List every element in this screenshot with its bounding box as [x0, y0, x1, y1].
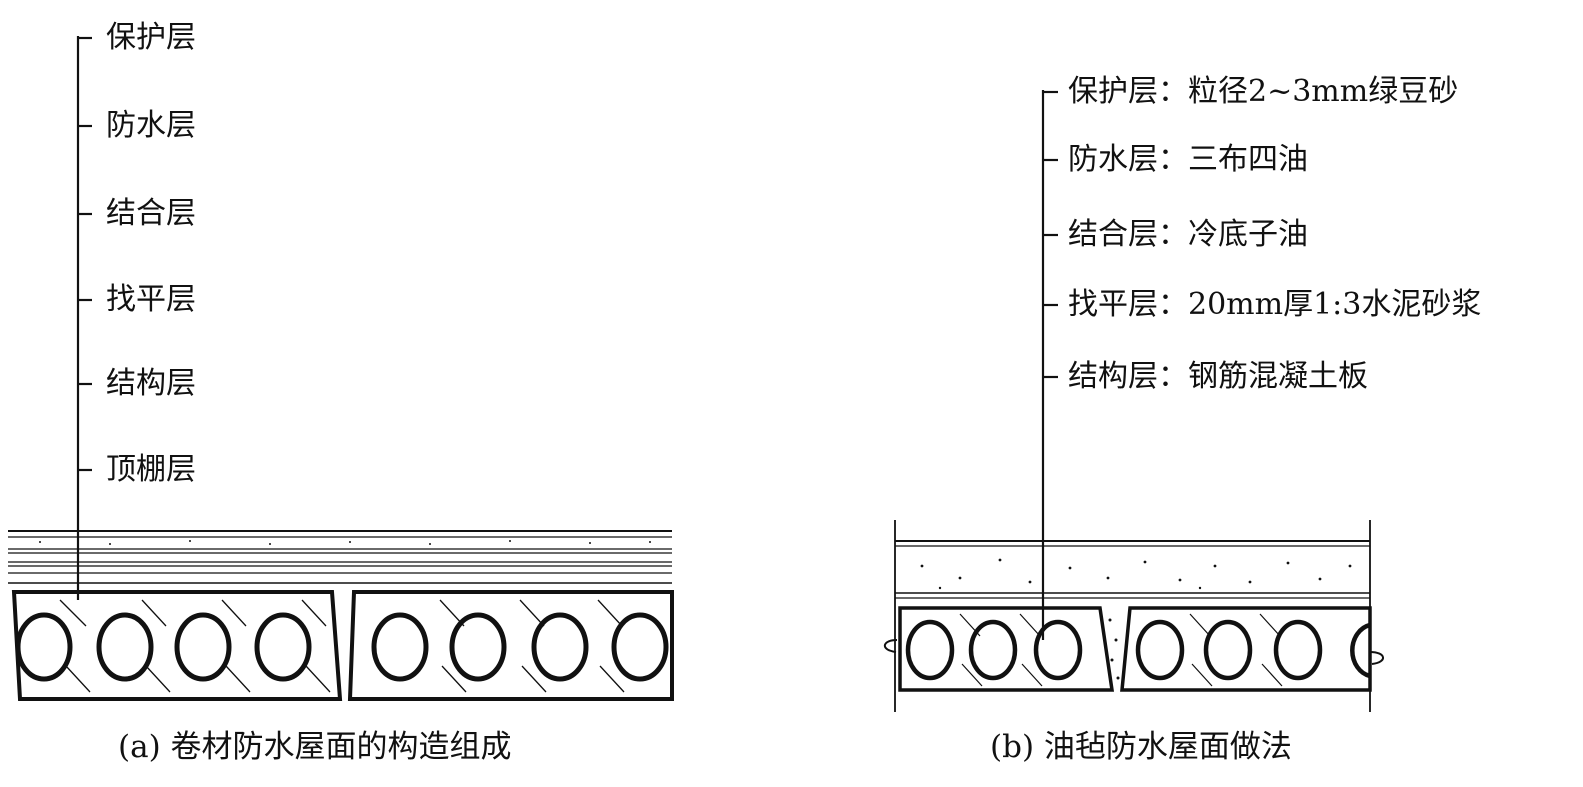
label-separator: ：: [1158, 217, 1188, 252]
right-layer-name: 保护层: [1068, 74, 1158, 109]
right-layer-row-protection: 保护层：粒径2~3mm绿豆砂: [1068, 74, 1458, 110]
right-hollow-slab-2: [1120, 606, 1372, 692]
left-layer-label-protection: 保护层: [106, 20, 196, 55]
right-diagram: [883, 90, 1384, 712]
right-layer-row-bonding: 结合层：冷底子油: [1068, 217, 1308, 253]
right-roof-layers: [895, 540, 1370, 599]
left-layer-label-waterproof: 防水层: [106, 108, 196, 143]
right-layer-spec: 钢筋混凝土板: [1188, 359, 1368, 394]
right-hollow-slab-1: [898, 606, 1115, 692]
label-separator: ：: [1158, 142, 1188, 177]
right-layer-name: 防水层: [1068, 142, 1158, 177]
left-layer-label-bonding: 结合层: [106, 196, 196, 231]
left-layer-label-ceiling: 顶棚层: [106, 452, 196, 487]
right-layer-spec: 三布四油: [1188, 142, 1308, 177]
right-end-hook: [1369, 651, 1384, 665]
right-layer-row-leveling: 找平层：20mm厚1:3水泥砂浆: [1068, 287, 1481, 323]
left-diagram: [8, 36, 674, 701]
slab-joint: [1108, 618, 1120, 680]
left-hollow-slab-1: [11, 590, 343, 701]
right-caption: (b) 油毡防水屋面做法: [990, 729, 1292, 765]
left-layer-label-leveling: 找平层: [106, 282, 196, 317]
left-roof-layers: [8, 530, 672, 584]
label-separator: ：: [1158, 359, 1188, 394]
left-end-hook: [883, 639, 898, 653]
left-hollow-slab-2: [347, 590, 674, 701]
right-layer-name: 结构层: [1068, 359, 1158, 394]
right-layer-spec: 20mm厚1:3水泥砂浆: [1188, 287, 1482, 322]
right-layer-spec: 冷底子油: [1188, 217, 1308, 252]
label-separator: ：: [1158, 287, 1188, 322]
right-layer-spec: 粒径2~3mm绿豆砂: [1188, 74, 1459, 109]
label-separator: ：: [1158, 74, 1188, 109]
left-layer-label-structural: 结构层: [106, 366, 196, 401]
right-layer-row-structural: 结构层：钢筋混凝土板: [1068, 359, 1368, 395]
right-leader-ticks: [1043, 90, 1058, 379]
right-layer-name: 找平层: [1068, 287, 1158, 322]
left-leader-ticks: [78, 36, 92, 472]
left-caption: (a) 卷材防水屋面的构造组成: [118, 729, 512, 765]
right-layer-name: 结合层: [1068, 217, 1158, 252]
right-layer-row-waterproof: 防水层：三布四油: [1068, 142, 1308, 178]
